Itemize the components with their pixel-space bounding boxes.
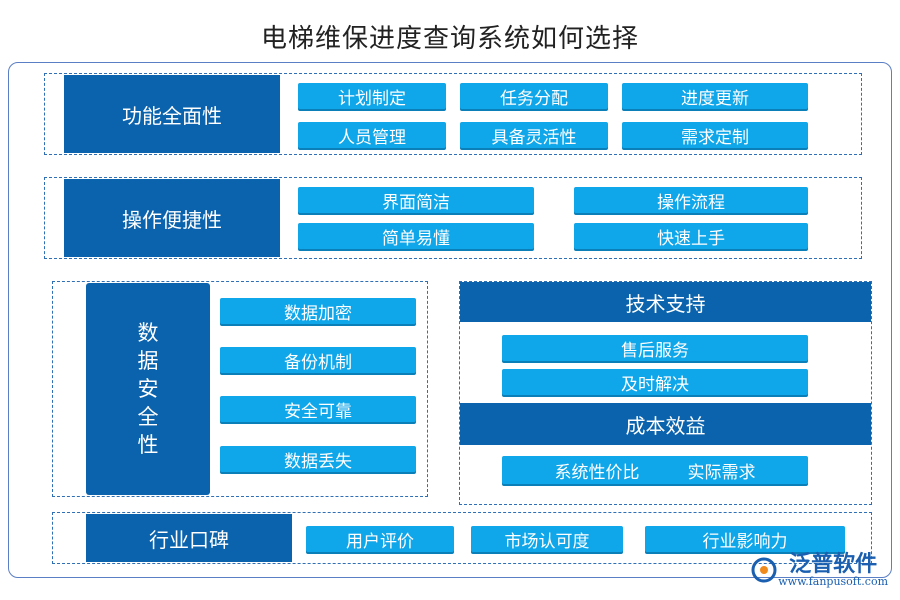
ease-of-use-label: 操作便捷性 (64, 179, 280, 257)
functionality-item: 进度更新 (622, 83, 808, 109)
ease-of-use-panel (44, 177, 862, 259)
ease-of-use-item: 操作流程 (574, 187, 808, 213)
functionality-item: 具备灵活性 (460, 122, 608, 148)
data-security-label-char: 数 (137, 321, 159, 345)
reputation-item: 行业影响力 (645, 526, 845, 552)
reputation-item: 用户评价 (306, 526, 454, 552)
logo-mark-icon (751, 557, 777, 583)
reputation-label: 行业口碑 (86, 514, 292, 562)
functionality-item: 任务分配 (460, 83, 608, 109)
reputation-panel (52, 512, 872, 564)
cost-benefit-item-2: 实际需求 (687, 462, 756, 483)
ease-of-use-item: 简单易懂 (298, 223, 534, 249)
data-security-label-char: 安 (137, 377, 159, 401)
tech-support-item: 售后服务 (502, 335, 808, 361)
support-cost-panel (459, 281, 872, 505)
ease-of-use-item: 界面简洁 (298, 187, 534, 213)
logo-name: 泛普软件 (789, 551, 878, 577)
data-security-label-char: 性 (137, 433, 159, 457)
cost-benefit-header: 成本效益 (460, 403, 871, 445)
tech-support-item: 及时解决 (502, 369, 808, 395)
data-security-panel (52, 281, 428, 497)
page-title: 电梯维保进度查询系统如何选择 (260, 24, 639, 54)
data-security-label: 数 据 安 全 性 (86, 283, 210, 495)
data-security-item: 数据加密 (220, 298, 416, 324)
reputation-item: 市场认可度 (471, 526, 623, 552)
functionality-item: 需求定制 (622, 122, 808, 148)
functionality-item: 计划制定 (298, 83, 446, 109)
cost-benefit-item: 系统性价比 实际需求 (502, 456, 808, 484)
data-security-item: 备份机制 (220, 347, 416, 373)
main-frame (8, 62, 892, 578)
data-security-label-char: 全 (137, 405, 159, 429)
functionality-panel (44, 73, 862, 155)
cost-benefit-item-1: 系统性价比 (554, 462, 640, 483)
brand-logo: 泛普软件 www.fanpusoft.com (750, 552, 888, 588)
data-security-label-char: 据 (137, 349, 159, 373)
functionality-item: 人员管理 (298, 122, 446, 148)
tech-support-header: 技术支持 (460, 282, 871, 322)
data-security-item: 安全可靠 (220, 396, 416, 422)
functionality-label: 功能全面性 (64, 75, 280, 153)
ease-of-use-item: 快速上手 (574, 223, 808, 249)
logo-url: www.fanpusoft.com (778, 575, 888, 588)
data-security-item: 数据丢失 (220, 446, 416, 472)
